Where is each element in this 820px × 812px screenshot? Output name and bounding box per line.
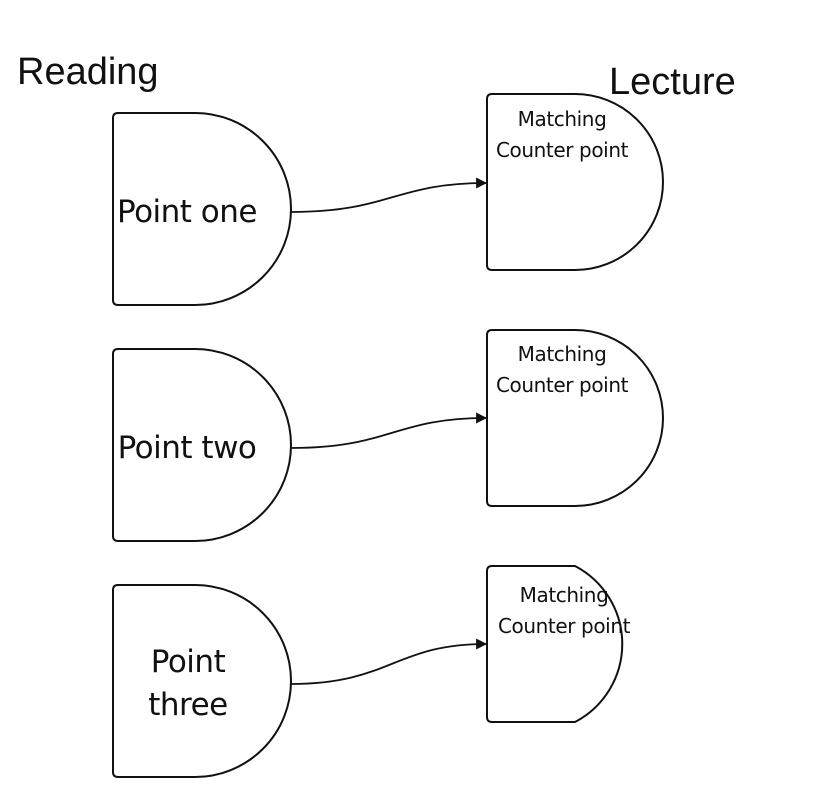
lecture-point-label-line: Counter point: [496, 138, 629, 162]
lecture-point-label-line: Matching: [518, 342, 607, 366]
svg-text:Point two: Point two: [118, 430, 257, 466]
lecture-point-label-line: Matching: [520, 583, 609, 607]
connector-arrow: [290, 177, 488, 213]
reading-point-node: Point one: [112, 112, 292, 306]
lecture-point-label-line: Matching: [518, 107, 607, 131]
reading-heading: Reading: [17, 51, 159, 93]
lecture-point-label-line: Counter point: [498, 614, 631, 638]
lecture-point-node: Matching Counter point: [486, 329, 664, 507]
svg-text:three: three: [148, 687, 228, 723]
reading-point-label: Point one: [117, 194, 257, 230]
reading-point-label-line: three: [148, 687, 228, 723]
lecture-point-label-line: Counter point: [496, 373, 629, 397]
connector-arrow: [290, 412, 488, 449]
svg-text:Matching: Matching: [518, 107, 607, 131]
svg-text:Point: Point: [151, 644, 226, 680]
svg-text:Matching: Matching: [520, 583, 609, 607]
reading-point-node: Point three: [112, 584, 292, 778]
reading-point-node: Point two: [112, 348, 292, 542]
reading-point-label: Point two: [118, 430, 257, 466]
reading-point-label-line: Point: [151, 644, 226, 680]
svg-text:Counter point: Counter point: [498, 614, 631, 638]
svg-text:Counter point: Counter point: [496, 138, 629, 162]
lecture-heading: Lecture: [609, 61, 736, 103]
connector-arrow: [290, 638, 488, 685]
lecture-point-node: Matching Counter point: [486, 565, 631, 723]
svg-text:Matching: Matching: [518, 342, 607, 366]
lecture-point-node: Matching Counter point: [486, 93, 664, 271]
svg-text:Counter point: Counter point: [496, 373, 629, 397]
svg-text:Point one: Point one: [117, 194, 257, 230]
